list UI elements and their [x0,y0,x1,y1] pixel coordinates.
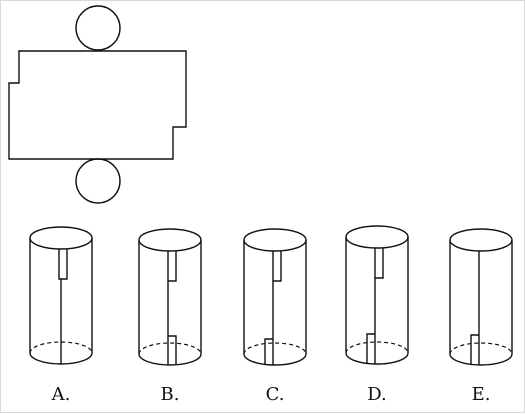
net-bottom-circle [75,158,121,204]
seam-notch-top [272,251,282,282]
seam-notch-bottom [168,335,177,365]
option-label-e: E. [471,384,491,405]
cylinder-top-ellipse [138,228,202,252]
option-label-d: D. [367,384,387,405]
cylinder-option-c [243,228,307,366]
cylinder-top-ellipse [29,226,93,250]
net-group [8,5,187,204]
cylinder-bottom-front [243,353,307,366]
cylinder-top-ellipse [345,225,409,249]
seam-notch-top [58,249,68,280]
seam-notch-bottom [470,334,479,365]
net-top-circle [75,5,121,51]
cylinder-option-e [449,228,513,366]
seam-notch-top [374,248,384,279]
cylinder-top-ellipse [449,228,513,252]
cylinder-top-ellipse [243,228,307,252]
cylinder-bottom-back [345,341,409,354]
cylinder-option-a [29,226,93,365]
cylinder-bottom-back [449,342,513,355]
option-label-a: A. [51,384,71,405]
seam-notch-bottom [264,338,273,365]
net-rectangle [8,50,187,160]
cylinder-bottom-back [29,341,93,354]
seam-notch-bottom [366,333,375,364]
cylinder-bottom-front [449,353,513,366]
cylinder-bottom-back [243,342,307,355]
option-label-b: B. [160,384,180,405]
cylinder-bottom-back [138,342,202,355]
cylinder-bottom-front [345,352,409,365]
cylinder-bottom-front [138,353,202,366]
cylinder-option-b [138,228,202,366]
cylinder-option-d [345,225,409,365]
option-label-c: C. [265,384,285,405]
seam-notch-top [167,251,177,282]
